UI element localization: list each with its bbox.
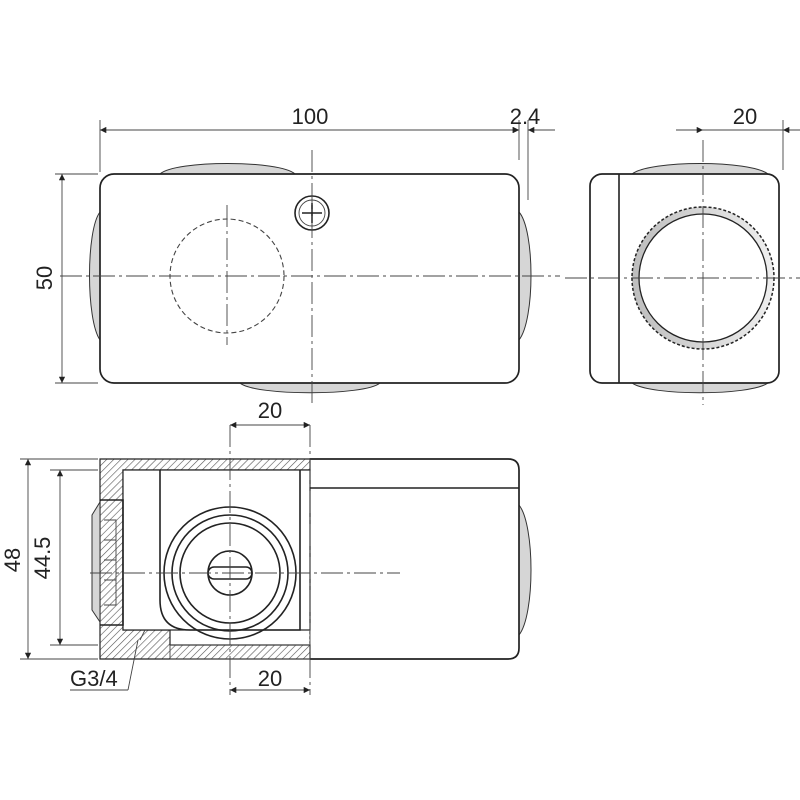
dim-height-inner: 44.5 — [30, 537, 55, 580]
dim-thread: G3/4 — [70, 666, 118, 691]
front-section-view: 20 20 48 44.5 G3/4 — [0, 398, 532, 695]
dim-top-length: 100 — [292, 104, 329, 129]
dim-side-width: 20 — [733, 104, 757, 129]
top-view: 100 2.4 50 — [32, 104, 560, 405]
dim-section-width-bottom: 20 — [258, 666, 282, 691]
dim-height-outer: 48 — [0, 548, 25, 572]
side-view: 20 — [565, 104, 800, 405]
dim-top-offset: 2.4 — [510, 104, 541, 129]
dim-height-top: 50 — [32, 266, 57, 290]
dim-section-width-top: 20 — [258, 398, 282, 423]
